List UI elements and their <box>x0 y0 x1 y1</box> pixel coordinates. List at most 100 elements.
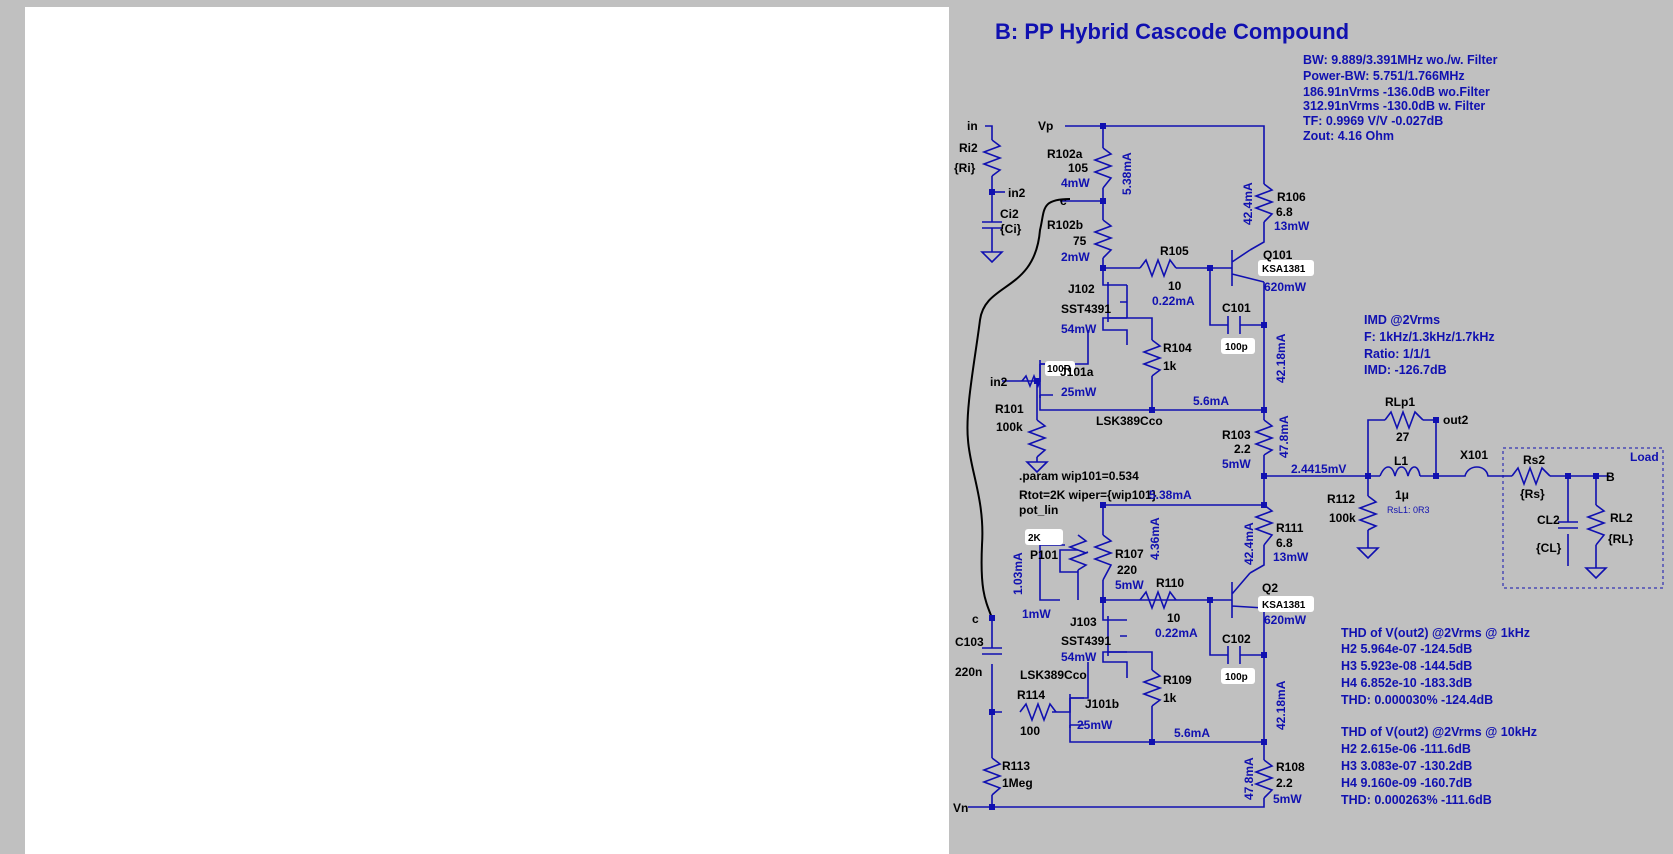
capacitor-c101 <box>1227 316 1241 334</box>
svg-text:R109: R109 <box>1163 673 1192 687</box>
svg-text:c: c <box>972 612 979 626</box>
svg-text:out2: out2 <box>1443 413 1469 427</box>
svg-text:0.22mA: 0.22mA <box>1152 294 1195 308</box>
svg-text:R105: R105 <box>1160 244 1189 258</box>
svg-text:pot_lin: pot_lin <box>1019 503 1058 517</box>
load-box <box>1502 447 1664 589</box>
jfet-j103 <box>1107 616 1127 656</box>
junction-dots <box>989 123 1599 810</box>
svg-text:6.8: 6.8 <box>1276 205 1293 219</box>
svg-text:Ratio: 1/1/1: Ratio: 1/1/1 <box>1364 347 1431 361</box>
svg-text:RLp1: RLp1 <box>1385 395 1415 409</box>
svg-text:Power-BW: 5.751/1.766MHz: Power-BW: 5.751/1.766MHz <box>1303 69 1465 83</box>
svg-text:R103: R103 <box>1222 428 1251 442</box>
svg-text:1.03mA: 1.03mA <box>1011 552 1025 595</box>
svg-text:KSA1381: KSA1381 <box>1262 600 1306 611</box>
svg-text:42.4mA: 42.4mA <box>1241 182 1255 225</box>
svg-text:R102b: R102b <box>1047 218 1083 232</box>
svg-text:RsL1: 0R3: RsL1: 0R3 <box>1387 505 1430 515</box>
svg-text:1k: 1k <box>1163 359 1177 373</box>
svg-text:Rtot=2K wiper={wip101}: Rtot=2K wiper={wip101} <box>1019 488 1157 502</box>
svg-text:75: 75 <box>1073 234 1087 248</box>
component-labels: in Ri2 {Ri} in2 Ci2 {Ci} Vp Vn R102a 105… <box>953 119 1659 815</box>
capacitor-c102 <box>1227 646 1241 664</box>
resistor-r110 <box>1139 589 1177 611</box>
svg-text:H3 3.083e-07 -130.2dB: H3 3.083e-07 -130.2dB <box>1341 759 1472 773</box>
svg-text:R101: R101 <box>995 402 1024 416</box>
resistor-ri2 <box>981 139 1003 177</box>
perf-info: BW: 9.889/3.391MHz wo./w. Filter Power-B… <box>1303 53 1498 143</box>
svg-text:54mW: 54mW <box>1061 322 1097 336</box>
imd-info: IMD @2Vrms F: 1kHz/1.3kHz/1.7kHz Ratio: … <box>1364 313 1495 377</box>
resistor-r103 <box>1253 419 1275 456</box>
svg-text:42.18mA: 42.18mA <box>1274 680 1288 730</box>
svg-text:100p: 100p <box>1225 342 1248 353</box>
svg-text:100R: 100R <box>1047 364 1072 375</box>
transistor-q101 <box>1231 249 1265 286</box>
svg-text:P101: P101 <box>1030 548 1058 562</box>
svg-text:{Ri}: {Ri} <box>954 161 976 175</box>
svg-text:R106: R106 <box>1277 190 1306 204</box>
svg-text:100: 100 <box>1020 724 1040 738</box>
svg-text:620mW: 620mW <box>1264 280 1307 294</box>
svg-text:4mW: 4mW <box>1061 176 1090 190</box>
svg-text:J101a: J101a <box>1060 365 1094 379</box>
blank-panel <box>25 7 949 854</box>
svg-text:in2: in2 <box>1008 186 1026 200</box>
resistor-rl2 <box>1585 504 1607 546</box>
svg-text:R104: R104 <box>1163 341 1192 355</box>
jfet-j102 <box>1107 282 1127 322</box>
svg-text:54mW: 54mW <box>1061 650 1097 664</box>
svg-text:5.6mA: 5.6mA <box>1174 726 1210 740</box>
svg-text:1Meg: 1Meg <box>1002 776 1033 790</box>
svg-text:R102a: R102a <box>1047 147 1083 161</box>
svg-text:KSA1381: KSA1381 <box>1262 264 1306 275</box>
svg-text:J101b: J101b <box>1085 697 1119 711</box>
capacitor-cl2 <box>1558 521 1578 529</box>
svg-text:IMD: -126.7dB: IMD: -126.7dB <box>1364 363 1447 377</box>
svg-text:LSK389Cco: LSK389Cco <box>1096 414 1163 428</box>
svg-text:Rs2: Rs2 <box>1523 453 1545 467</box>
svg-text:H3 5.923e-08 -144.5dB: H3 5.923e-08 -144.5dB <box>1341 659 1472 673</box>
resistor-r114 <box>1019 701 1057 723</box>
svg-text:R107: R107 <box>1115 547 1144 561</box>
svg-text:186.91nVrms -136.0dB wo.Filte: 186.91nVrms -136.0dB wo.Filter <box>1303 85 1490 99</box>
resistor-r113 <box>981 757 1003 796</box>
resistor-r106 <box>1253 183 1275 223</box>
svg-text:5mW: 5mW <box>1115 578 1144 592</box>
svg-text:THD of V(out2) @2Vrms @ 1kHz: THD of V(out2) @2Vrms @ 1kHz <box>1341 626 1530 640</box>
components <box>980 139 1664 799</box>
svg-text:1mW: 1mW <box>1022 607 1051 621</box>
svg-text:47.8mA: 47.8mA <box>1277 415 1291 458</box>
resistor-r105 <box>1139 257 1177 279</box>
svg-text:42.18mA: 42.18mA <box>1274 333 1288 383</box>
svg-text:Ri2: Ri2 <box>959 141 978 155</box>
resistor-r112 <box>1357 495 1379 531</box>
resistor-r109 <box>1141 669 1163 707</box>
svg-text:J102: J102 <box>1068 282 1095 296</box>
svg-text:{Ci}: {Ci} <box>1000 222 1022 236</box>
svg-text:B: B <box>1606 470 1615 484</box>
svg-text:.param wip101=0.534: .param wip101=0.534 <box>1019 469 1139 483</box>
svg-text:Load: Load <box>1630 450 1659 464</box>
resistor-rs2 <box>1511 465 1551 487</box>
svg-text:C101: C101 <box>1222 301 1251 315</box>
svg-text:13mW: 13mW <box>1274 219 1310 233</box>
svg-text:1k: 1k <box>1163 691 1177 705</box>
resistor-100r <box>1021 373 1041 389</box>
svg-text:H4 6.852e-10 -183.3dB: H4 6.852e-10 -183.3dB <box>1341 676 1472 690</box>
value-tags <box>1025 260 1314 684</box>
svg-text:RL2: RL2 <box>1610 511 1633 525</box>
svg-text:2.2: 2.2 <box>1276 776 1293 790</box>
svg-text:Zout: 4.16 Ohm: Zout: 4.16 Ohm <box>1303 129 1394 143</box>
svg-text:BW: 9.889/3.391MHz wo./w. Fil: BW: 9.889/3.391MHz wo./w. Filter <box>1303 53 1498 67</box>
thd-1khz: THD of V(out2) @2Vrms @ 1kHz H2 5.964e-0… <box>1341 626 1530 707</box>
svg-text:F: 1kHz/1.3kHz/1.7kHz: F: 1kHz/1.3kHz/1.7kHz <box>1364 330 1495 344</box>
jfet-j101b <box>1069 694 1084 728</box>
param-directive: .param wip101=0.534 Rtot=2K wiper={wip10… <box>1019 469 1157 517</box>
capacitor-c103 <box>982 647 1002 655</box>
svg-text:5.38mA: 5.38mA <box>1120 152 1134 195</box>
svg-text:13mW: 13mW <box>1273 550 1309 564</box>
svg-text:R110: R110 <box>1156 576 1184 590</box>
